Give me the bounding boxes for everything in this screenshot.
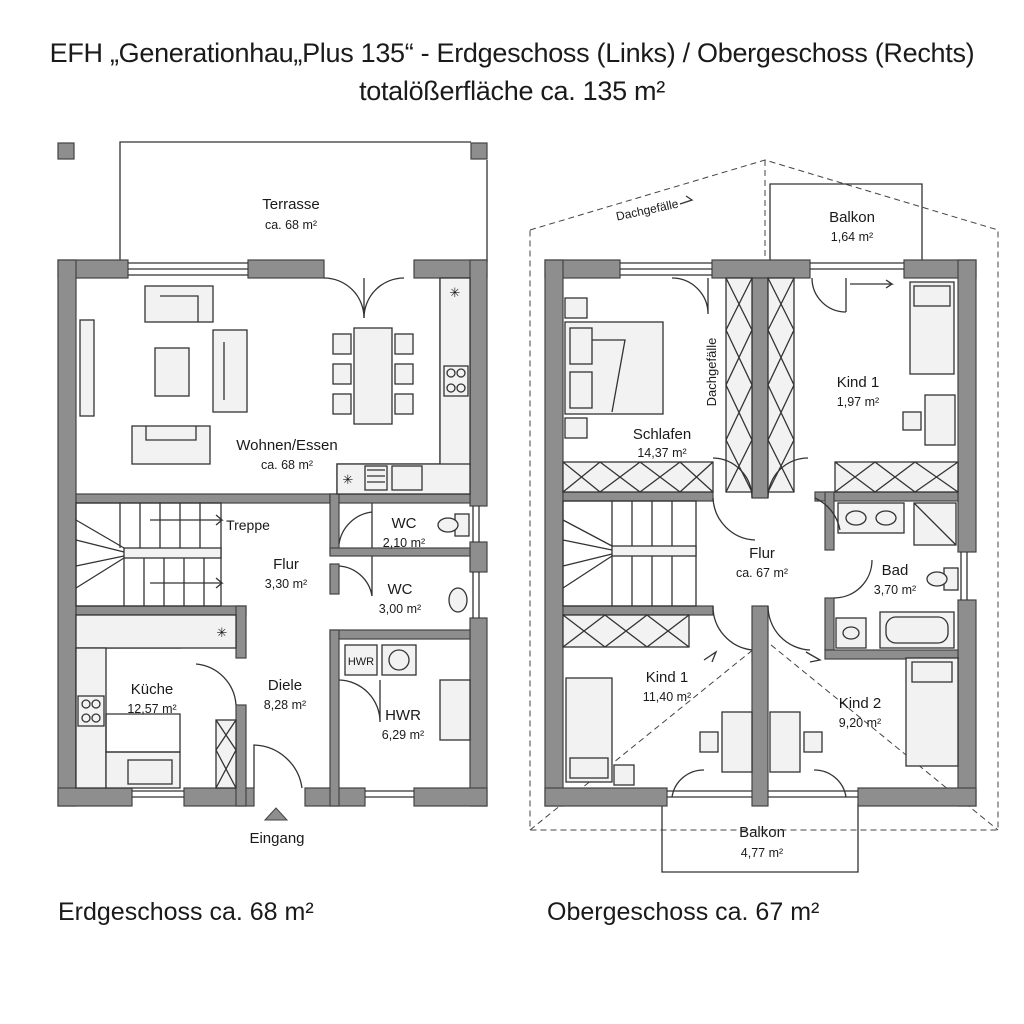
kitchen-furniture: ✳	[75, 614, 237, 789]
ground-floor-windows	[128, 262, 480, 798]
upper-floor-plan: Dachgefälle Dachgefälle	[529, 159, 999, 873]
desk-kind1	[721, 711, 753, 773]
kueche-name: Küche	[131, 681, 174, 698]
kind1-top-furniture	[811, 277, 959, 493]
ground-floor-outer-walls	[57, 259, 488, 807]
coffee-table	[154, 347, 190, 397]
svg-text:✳: ✳	[217, 625, 228, 640]
terrace-post-left	[57, 142, 75, 160]
hwr-fixtures: HWR	[338, 644, 471, 741]
diele-area: 8,28 m²	[264, 698, 306, 712]
kind1-top-name: Kind 1	[837, 374, 880, 391]
kind1-wardrobe	[834, 461, 959, 493]
bad-area: 3,70 m²	[874, 583, 916, 597]
ground-floor-stairs	[75, 502, 224, 607]
desk-top	[924, 394, 956, 446]
ground-floor-inner-walls	[75, 493, 471, 807]
kind1-bottom-area: 11,40 m²	[643, 690, 691, 704]
center-wardrobes	[725, 277, 795, 493]
sofa-right	[212, 329, 248, 413]
terrasse-name: Terrasse	[262, 196, 320, 213]
kind1-bottom-furniture	[562, 614, 753, 786]
sink	[391, 465, 423, 491]
flur-name: Flur	[749, 545, 775, 562]
upper-floor-stairs	[562, 500, 697, 607]
svg-text:✳: ✳	[343, 472, 354, 487]
schlafen-name: Schlafen	[633, 426, 691, 443]
balkon-bottom-name: Balkon	[739, 824, 785, 841]
kueche-area: 12,57 m²	[127, 702, 176, 716]
balcony-bottom-outline	[661, 804, 859, 873]
kitchen-cooktop	[77, 695, 105, 727]
kind2-area: 9,20 m²	[839, 716, 881, 730]
flur-area: ca. 67 m²	[736, 566, 788, 580]
ground-floor-plan: ✳ ✳ HWR	[57, 141, 488, 847]
hwr-box-label: HWR	[348, 656, 374, 668]
terrace-outline	[119, 141, 488, 262]
entrance-arrow-icon	[263, 807, 289, 821]
wc1-area: 2,10 m²	[383, 536, 425, 550]
bathroom-fixtures	[833, 502, 959, 649]
terrasse-area: ca. 68 m²	[265, 218, 317, 232]
wc-fixtures	[338, 503, 470, 613]
kind2-furniture	[769, 651, 959, 773]
schlafen-area: 14,37 m²	[637, 446, 686, 460]
tv-sideboard	[79, 319, 95, 417]
page-title: EFH „Generationhau„Plus 135“ - Erdgescho…	[49, 38, 975, 68]
kind1-top-area: 1,97 m²	[837, 395, 879, 409]
kitchen-sink	[127, 759, 173, 785]
desk-kind2	[769, 711, 801, 773]
front-door	[253, 744, 303, 789]
wardrobe	[215, 719, 237, 789]
sofa-bottom	[131, 425, 211, 465]
balkon-top-area: 1,64 m²	[831, 230, 873, 244]
upper-floor-label: Obergeschoss ca. 67 m²	[547, 898, 820, 926]
ground-floor-room-labels: Terrasse ca. 68 m² Wohnen/Essen ca. 68 m…	[127, 196, 425, 847]
dachgefaelle-label-top: Dachgefälle	[615, 197, 680, 224]
balkon-bottom-area: 4,77 m²	[741, 846, 783, 860]
treppe-label: Treppe	[226, 517, 270, 533]
flur-area: 3,30 m²	[265, 577, 307, 591]
terrace-post-right	[470, 142, 488, 160]
svg-text:✳: ✳	[450, 285, 461, 300]
sofa-top	[144, 285, 214, 323]
upper-floor-inner-walls	[562, 277, 959, 807]
terrace-door	[323, 277, 405, 319]
wc2-area: 3,00 m²	[379, 602, 421, 616]
eingang-label: Eingang	[249, 830, 304, 847]
bedroom-furniture	[562, 277, 714, 493]
balcony-bottom-doors	[671, 769, 847, 798]
hwr-box	[344, 644, 378, 676]
living-room-furniture	[79, 285, 414, 465]
roof-outline	[529, 159, 999, 831]
wohnen-area: ca. 68 m²	[261, 458, 313, 472]
upper-floor-room-labels: Balkon 1,64 m² Schlafen 14,37 m² Kind 1 …	[633, 209, 916, 860]
kind1-bottom-name: Kind 1	[646, 669, 689, 686]
diele-name: Diele	[268, 677, 302, 694]
bad-name: Bad	[882, 562, 909, 579]
dining-table	[353, 327, 393, 425]
hwr-name: HWR	[385, 707, 421, 724]
upper-floor-outer-walls	[544, 259, 977, 807]
upper-hall-doors	[712, 457, 841, 651]
wohnen-name: Wohnen/Essen	[236, 437, 337, 454]
kind2-name: Kind 2	[839, 695, 882, 712]
dachgefaelle-label-side: Dachgefälle	[704, 338, 719, 407]
ground-floor-label: Erdgeschoss ca. 68 m²	[58, 898, 314, 926]
wc1-name: WC	[392, 515, 417, 532]
balkon-top-name: Balkon	[829, 209, 875, 226]
page-subtitle: totalößerfläche ca. 135 m²	[359, 76, 665, 106]
bedroom-wardrobe	[562, 461, 714, 493]
balcony-top-outline	[769, 183, 923, 262]
double-sink	[837, 502, 905, 534]
flur-name: Flur	[273, 556, 299, 573]
entrance-area	[215, 719, 303, 821]
living-kitchen-counter: ✳ ✳	[337, 278, 470, 494]
hwr-area: 6,29 m²	[382, 728, 424, 742]
wc2-name: WC	[388, 581, 413, 598]
